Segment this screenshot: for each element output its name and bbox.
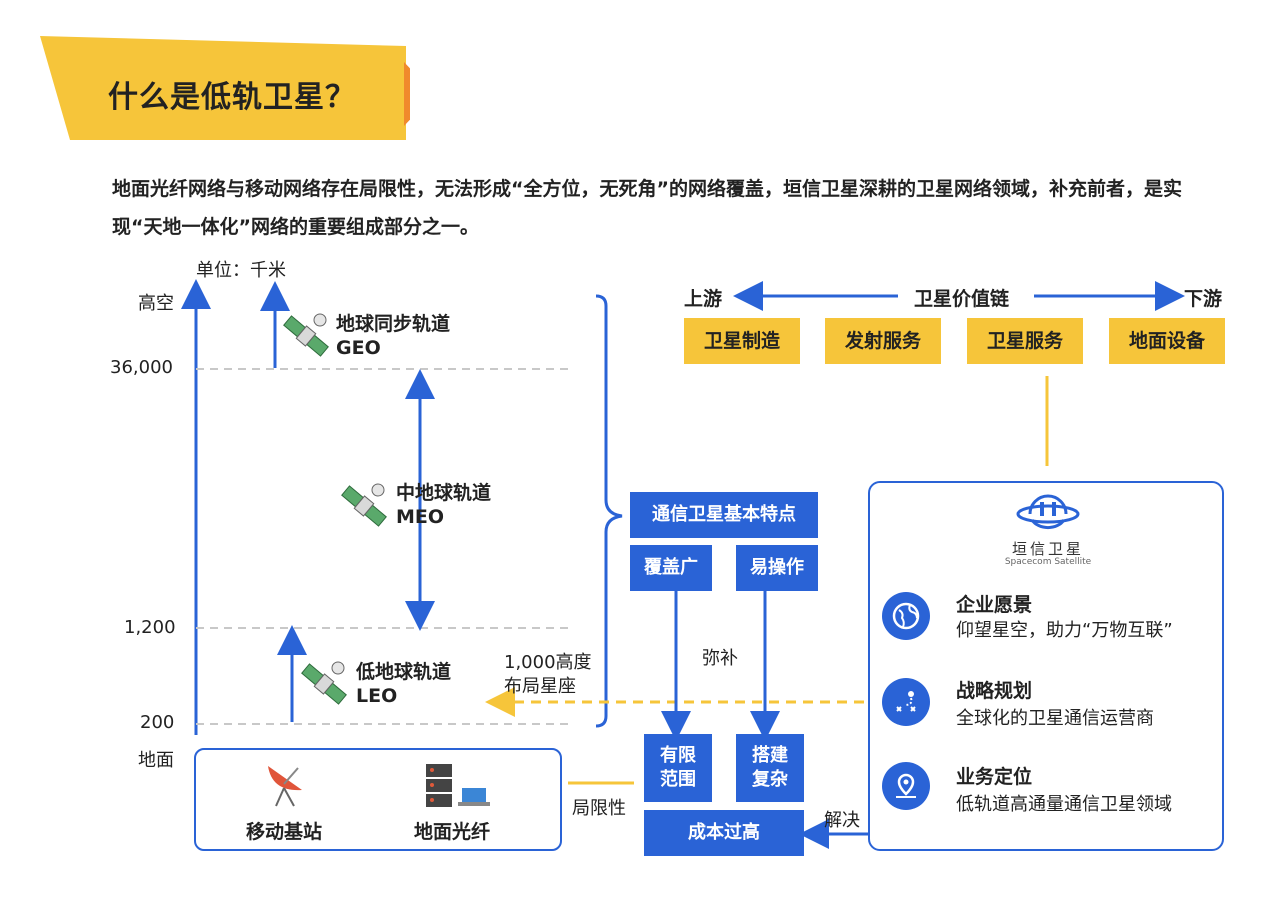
complement-label: 弥补	[702, 648, 738, 669]
server-icon	[426, 764, 490, 807]
downstream-label: 下游	[1184, 288, 1223, 310]
positioning-title: 业务定位	[956, 766, 1033, 788]
satellite-icon	[283, 313, 329, 357]
vision-desc: 仰望星空，助力“万物互联”	[956, 620, 1173, 641]
satellite-icon	[301, 661, 347, 705]
company-name-en: Spacecom Satellite	[1004, 557, 1092, 567]
satellite-dish-icon	[268, 766, 302, 807]
ground-label: 地面	[138, 750, 174, 771]
strategy-desc: 全球化的卫星通信运营商	[956, 708, 1154, 729]
company-logo-icon	[1016, 494, 1080, 530]
high-cost-box: 成本过高	[644, 810, 804, 856]
value-chain-title: 卫星价值链	[914, 288, 1010, 310]
mobile-station-label: 移动基站	[246, 821, 323, 843]
upstream-label: 上游	[684, 288, 723, 310]
company-name-cn: 垣信卫星	[1011, 540, 1084, 558]
limitation-label: 局限性	[572, 798, 626, 819]
chain-item-launch: 发射服务	[825, 318, 941, 364]
chain-item-service: 卫星服务	[967, 318, 1083, 364]
location-icon	[882, 762, 930, 810]
positioning-desc: 低轨道高通量通信卫星领域	[956, 794, 1172, 815]
vision-title: 企业愿景	[956, 594, 1033, 616]
high-label: 高空	[138, 293, 174, 314]
unit-label: 单位：千米	[196, 260, 286, 281]
feature-easy: 易操作	[736, 545, 818, 591]
route-icon	[882, 678, 930, 726]
tick-36000: 36,000	[110, 357, 173, 378]
constellation-label: 1,000高度布局星座	[504, 652, 592, 697]
features-title: 通信卫星基本特点	[630, 492, 818, 538]
globe-icon	[882, 592, 930, 640]
intro-paragraph: 地面光纤网络与移动网络存在局限性，无法形成“全方位，无死角”的网络覆盖，垣信卫星…	[112, 178, 1182, 238]
solve-label: 解决	[824, 810, 860, 831]
complex-build-box: 搭建复杂	[736, 734, 804, 802]
chain-item-manufacturing: 卫星制造	[684, 318, 800, 364]
strategy-title: 战略规划	[956, 680, 1033, 702]
ground-infrastructure-box	[194, 748, 562, 851]
fiber-label: 地面光纤	[414, 821, 491, 843]
tick-200: 200	[140, 712, 175, 733]
tick-1200: 1,200	[124, 617, 176, 638]
page-title: 什么是低轨卫星？	[108, 80, 356, 115]
limited-range-box: 有限范围	[644, 734, 712, 802]
title-banner	[40, 36, 410, 140]
chain-item-ground-equipment: 地面设备	[1109, 318, 1225, 364]
satellite-icon	[341, 483, 387, 527]
feature-wide: 覆盖广	[630, 545, 712, 591]
